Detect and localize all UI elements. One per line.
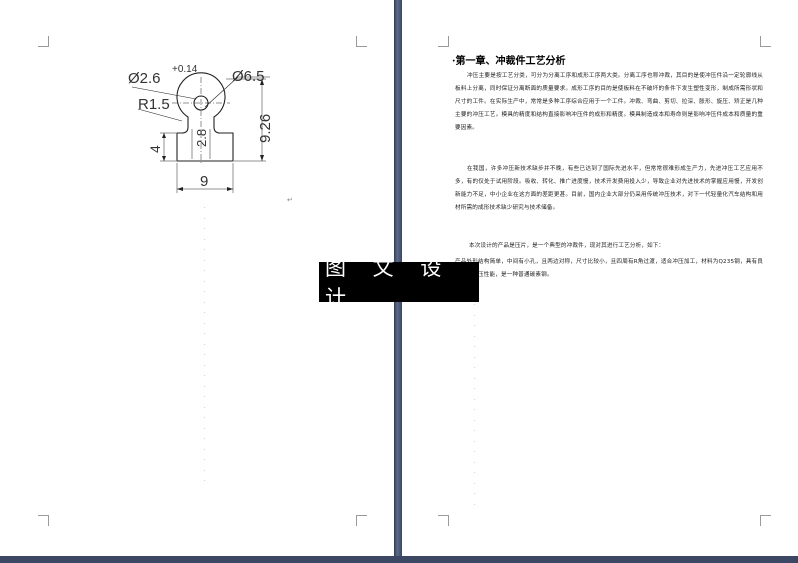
page-corner-mark [356, 515, 367, 526]
dim-base-height-label: 4 [147, 145, 163, 153]
dim-hole-tolerance: +0.14 [172, 64, 198, 75]
page-corner-mark [38, 36, 49, 47]
page-corner-mark [356, 36, 367, 47]
dim-radius-label: R1.5 [138, 96, 170, 113]
dim-hole-label: Ø2.6 [128, 70, 161, 87]
page-corner-mark [438, 36, 449, 47]
paragraph-3: 本次设计的产品是压片，是一个典型的冲裁件，现对其进行工艺分析，如下： [469, 243, 665, 249]
chapter-title: ·第一章、冲裁件工艺分析 [452, 56, 566, 67]
paragraph-4: 产品外形结构简单，中间有小孔，且两边对称，尺寸比较小，且四周有R角过渡，适合冲压… [455, 259, 763, 278]
dim-outer-label: Ø6.5 [232, 68, 265, 85]
empty-paragraph-marks: ··························· [204, 205, 206, 484]
bullet-icon: · [452, 56, 456, 67]
paragraph-mark: ↵ [287, 196, 293, 204]
dim-neck-label: 2.8 [194, 129, 209, 147]
part-drawing: Ø2.6 +0.14 Ø6.5 R1.5 9.26 2.8 4 9 [128, 64, 274, 193]
watermark-banner: 图 文 设 计 [319, 256, 479, 310]
paragraph-2: 在我国，许多冲压新技术缺步并不晚，有些已达到了国际先进水平，但常常很难形成生产力… [455, 166, 763, 211]
page-corner-mark [760, 515, 771, 526]
paragraph-1: 冲压主要是按工艺分类，可分为分离工序和成形工序两大类。分离工序也称冲裁，其目的是… [455, 73, 763, 131]
dim-width-label: 9 [200, 173, 208, 190]
bottom-strip [0, 556, 798, 563]
empty-paragraph-marks: ···················· [474, 302, 476, 508]
dim-height-label: 9.26 [257, 114, 274, 143]
page-corner-mark [760, 36, 771, 47]
page-corner-mark [438, 515, 449, 526]
page-corner-mark [38, 515, 49, 526]
